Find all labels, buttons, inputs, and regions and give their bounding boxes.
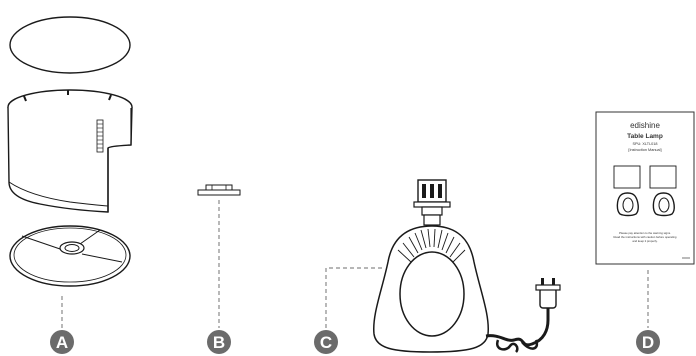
manual-subtitle: [Instruction Manual] [628, 148, 661, 152]
instruction-manual: edishine Table Lamp SPU: XLTL018 [Instru… [595, 111, 695, 265]
lamp-oval-window [399, 251, 465, 337]
part-letter-c: C [320, 333, 332, 352]
manual-title: Table Lamp [627, 133, 663, 140]
leader-lines [61, 200, 649, 328]
leader-line-c [325, 267, 382, 328]
manual-note-line3: and keep it properly. [632, 239, 657, 243]
part-letter-b: B [213, 333, 225, 352]
part-badge-b: B [207, 330, 231, 354]
part-letter-a: A [56, 333, 68, 352]
part-badge-d: D [636, 330, 660, 354]
manual-sku: SPU: XLTL018 [632, 142, 657, 146]
shade-fabric-band [7, 89, 133, 213]
lampshade-assembly [7, 16, 133, 287]
power-plug [535, 278, 561, 309]
manual-note-line2: Read the instructions with caution befor… [614, 235, 677, 239]
power-cord [485, 308, 550, 353]
manual-note-line1: Please pay attention to the warning sign… [619, 231, 671, 235]
manual-brand: edishine [630, 121, 660, 130]
lamp-ribbed-crown [397, 228, 466, 263]
part-badge-c: C [314, 330, 338, 354]
manual-lamp-illustration-right [649, 165, 677, 217]
part-badge-a: A [50, 330, 74, 354]
lamp-socket [413, 179, 451, 226]
part-letter-d: D [642, 333, 654, 352]
manual-lamp-illustration-left [613, 165, 641, 217]
shade-fitter-clip [197, 184, 241, 196]
shade-seam-strip [96, 119, 104, 153]
shade-spider-ring [9, 225, 131, 287]
lamp-base [373, 179, 561, 353]
shade-top-cover [9, 16, 131, 74]
